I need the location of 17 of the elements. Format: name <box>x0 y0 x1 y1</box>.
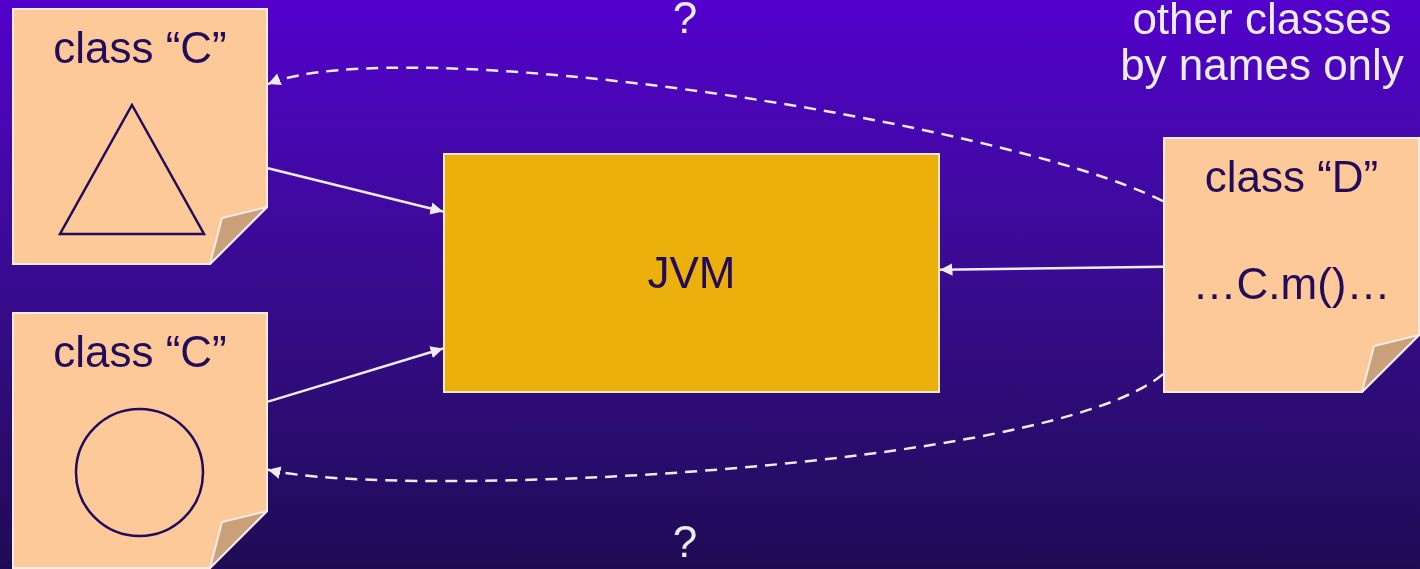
edge-label: ? <box>672 520 698 564</box>
arrow <box>267 166 444 215</box>
class-title: class “C” <box>52 330 228 374</box>
note-page <box>12 8 268 265</box>
node-label: JVM <box>647 247 736 299</box>
arrow <box>267 346 444 403</box>
arrow <box>940 263 1163 276</box>
process-box <box>443 153 940 393</box>
note-page <box>12 312 268 569</box>
class-title: class “C” <box>52 26 228 70</box>
class-title: class “D” <box>1203 155 1380 199</box>
note-text: other classes by names only <box>1119 0 1405 89</box>
dashed-arrow <box>267 373 1164 483</box>
note-page <box>1163 137 1420 393</box>
code-text: …C.m()… <box>1191 262 1392 306</box>
edge-label: ? <box>672 0 698 40</box>
dashed-arrow <box>267 66 1164 203</box>
